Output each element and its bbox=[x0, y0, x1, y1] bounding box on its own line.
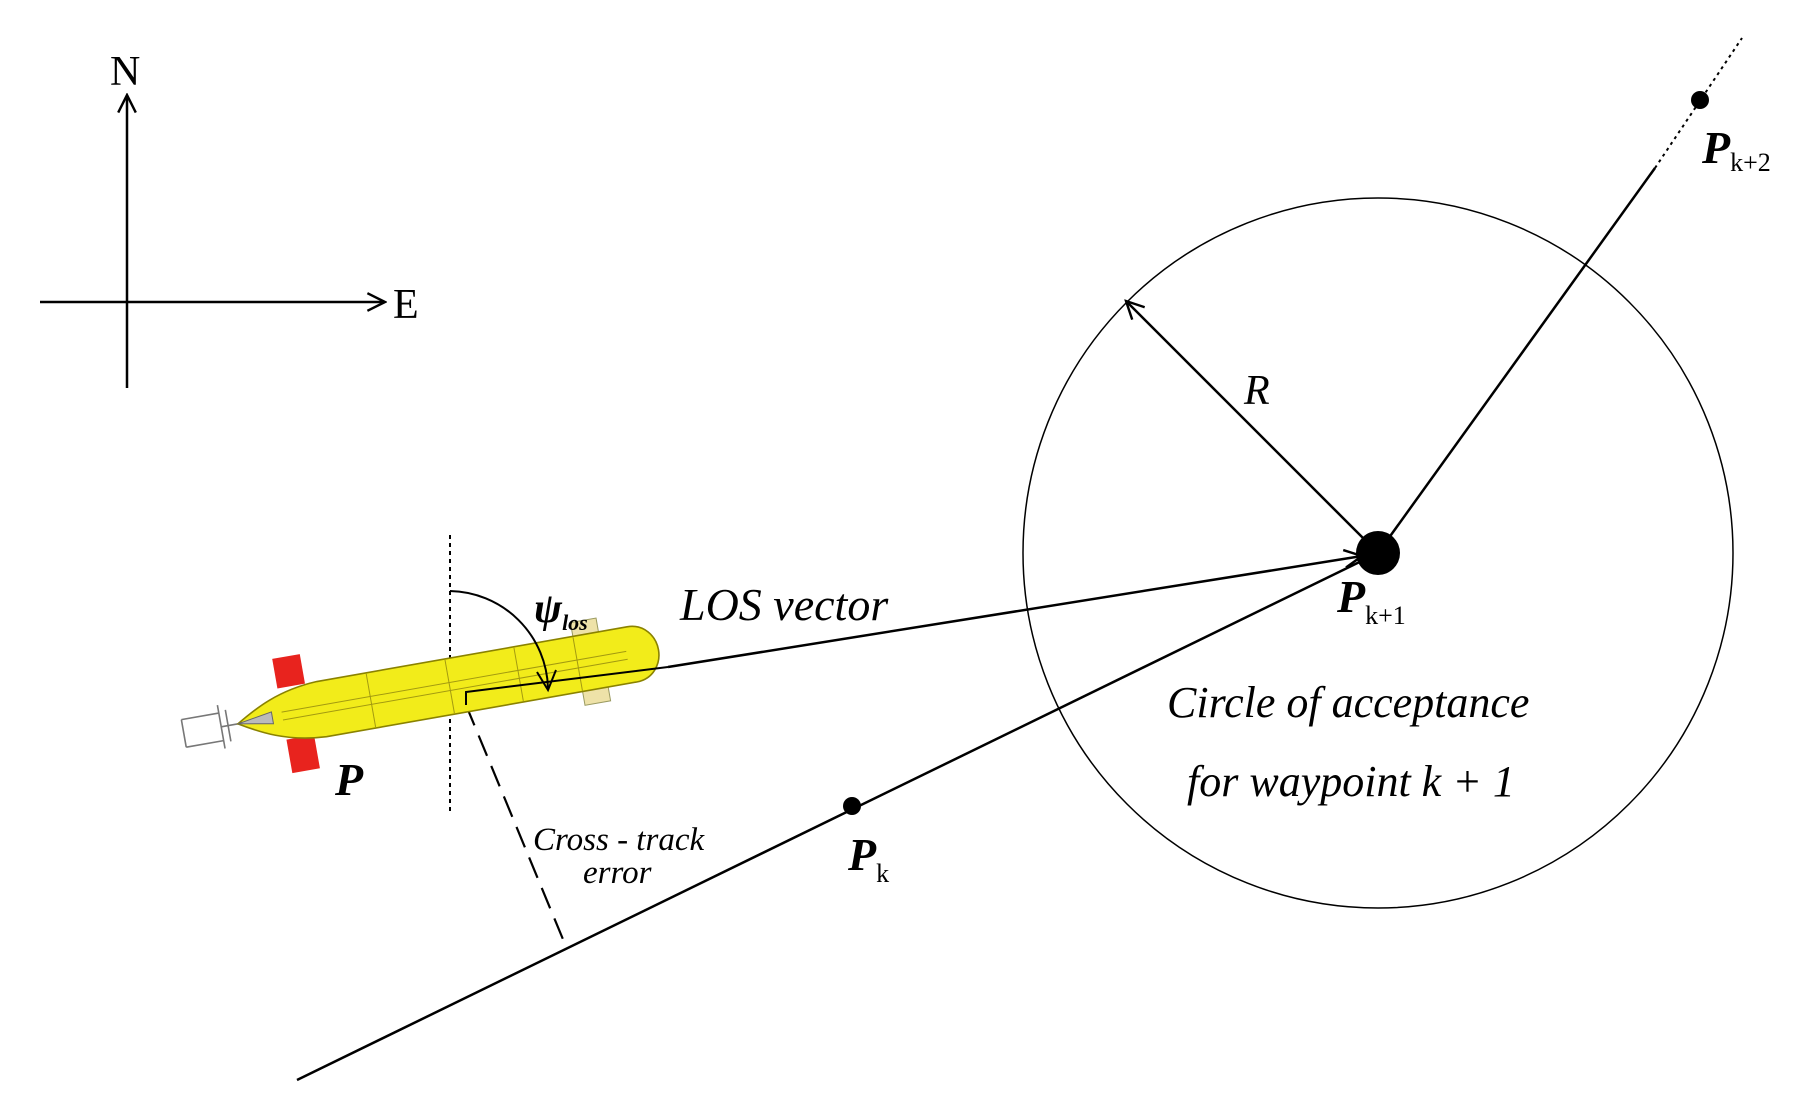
waypoint-pk2 bbox=[1691, 91, 1709, 109]
los-vector-label: LOS vector bbox=[679, 579, 889, 630]
psi-los-angle-arc bbox=[449, 590, 549, 689]
propeller-icon bbox=[180, 705, 242, 749]
waypoint-pk bbox=[843, 797, 861, 815]
cross-track-error-line bbox=[464, 704, 569, 950]
cross-track-label-line1: Cross - track bbox=[533, 822, 705, 858]
radius-label: R bbox=[1243, 368, 1270, 414]
radius-arrow bbox=[1126, 301, 1379, 554]
vehicle-heading-corner bbox=[465, 666, 669, 705]
cross-track-label-line2: error bbox=[583, 855, 652, 891]
path-segment-pk-pk1 bbox=[296, 551, 1379, 1082]
circle-label-line1: Circle of acceptance bbox=[1167, 678, 1529, 727]
acceptance-circle bbox=[1022, 197, 1734, 909]
vehicle-position-label: P bbox=[334, 754, 364, 805]
psi-los-label: ψlos bbox=[534, 586, 588, 635]
north-label: N bbox=[110, 49, 140, 95]
waypoint-pk-label: Pk bbox=[847, 829, 889, 888]
los-vector-line bbox=[667, 556, 1362, 669]
waypoint-pk1-label: Pk+1 bbox=[1336, 571, 1406, 630]
east-label: E bbox=[393, 282, 419, 328]
path-segment-pk1-pk2 bbox=[1376, 167, 1657, 554]
waypoint-pk1 bbox=[1356, 531, 1400, 575]
circle-label-line2: for waypoint k + 1 bbox=[1187, 757, 1515, 806]
lower-tail-fin bbox=[286, 734, 320, 774]
psi-los-arrowhead bbox=[536, 669, 557, 693]
auv-vehicle bbox=[180, 617, 660, 774]
upper-tail-fin bbox=[272, 654, 305, 689]
vehicle-body bbox=[236, 625, 660, 739]
waypoint-pk2-label: Pk+2 bbox=[1701, 122, 1771, 177]
compass: N E bbox=[40, 49, 419, 388]
